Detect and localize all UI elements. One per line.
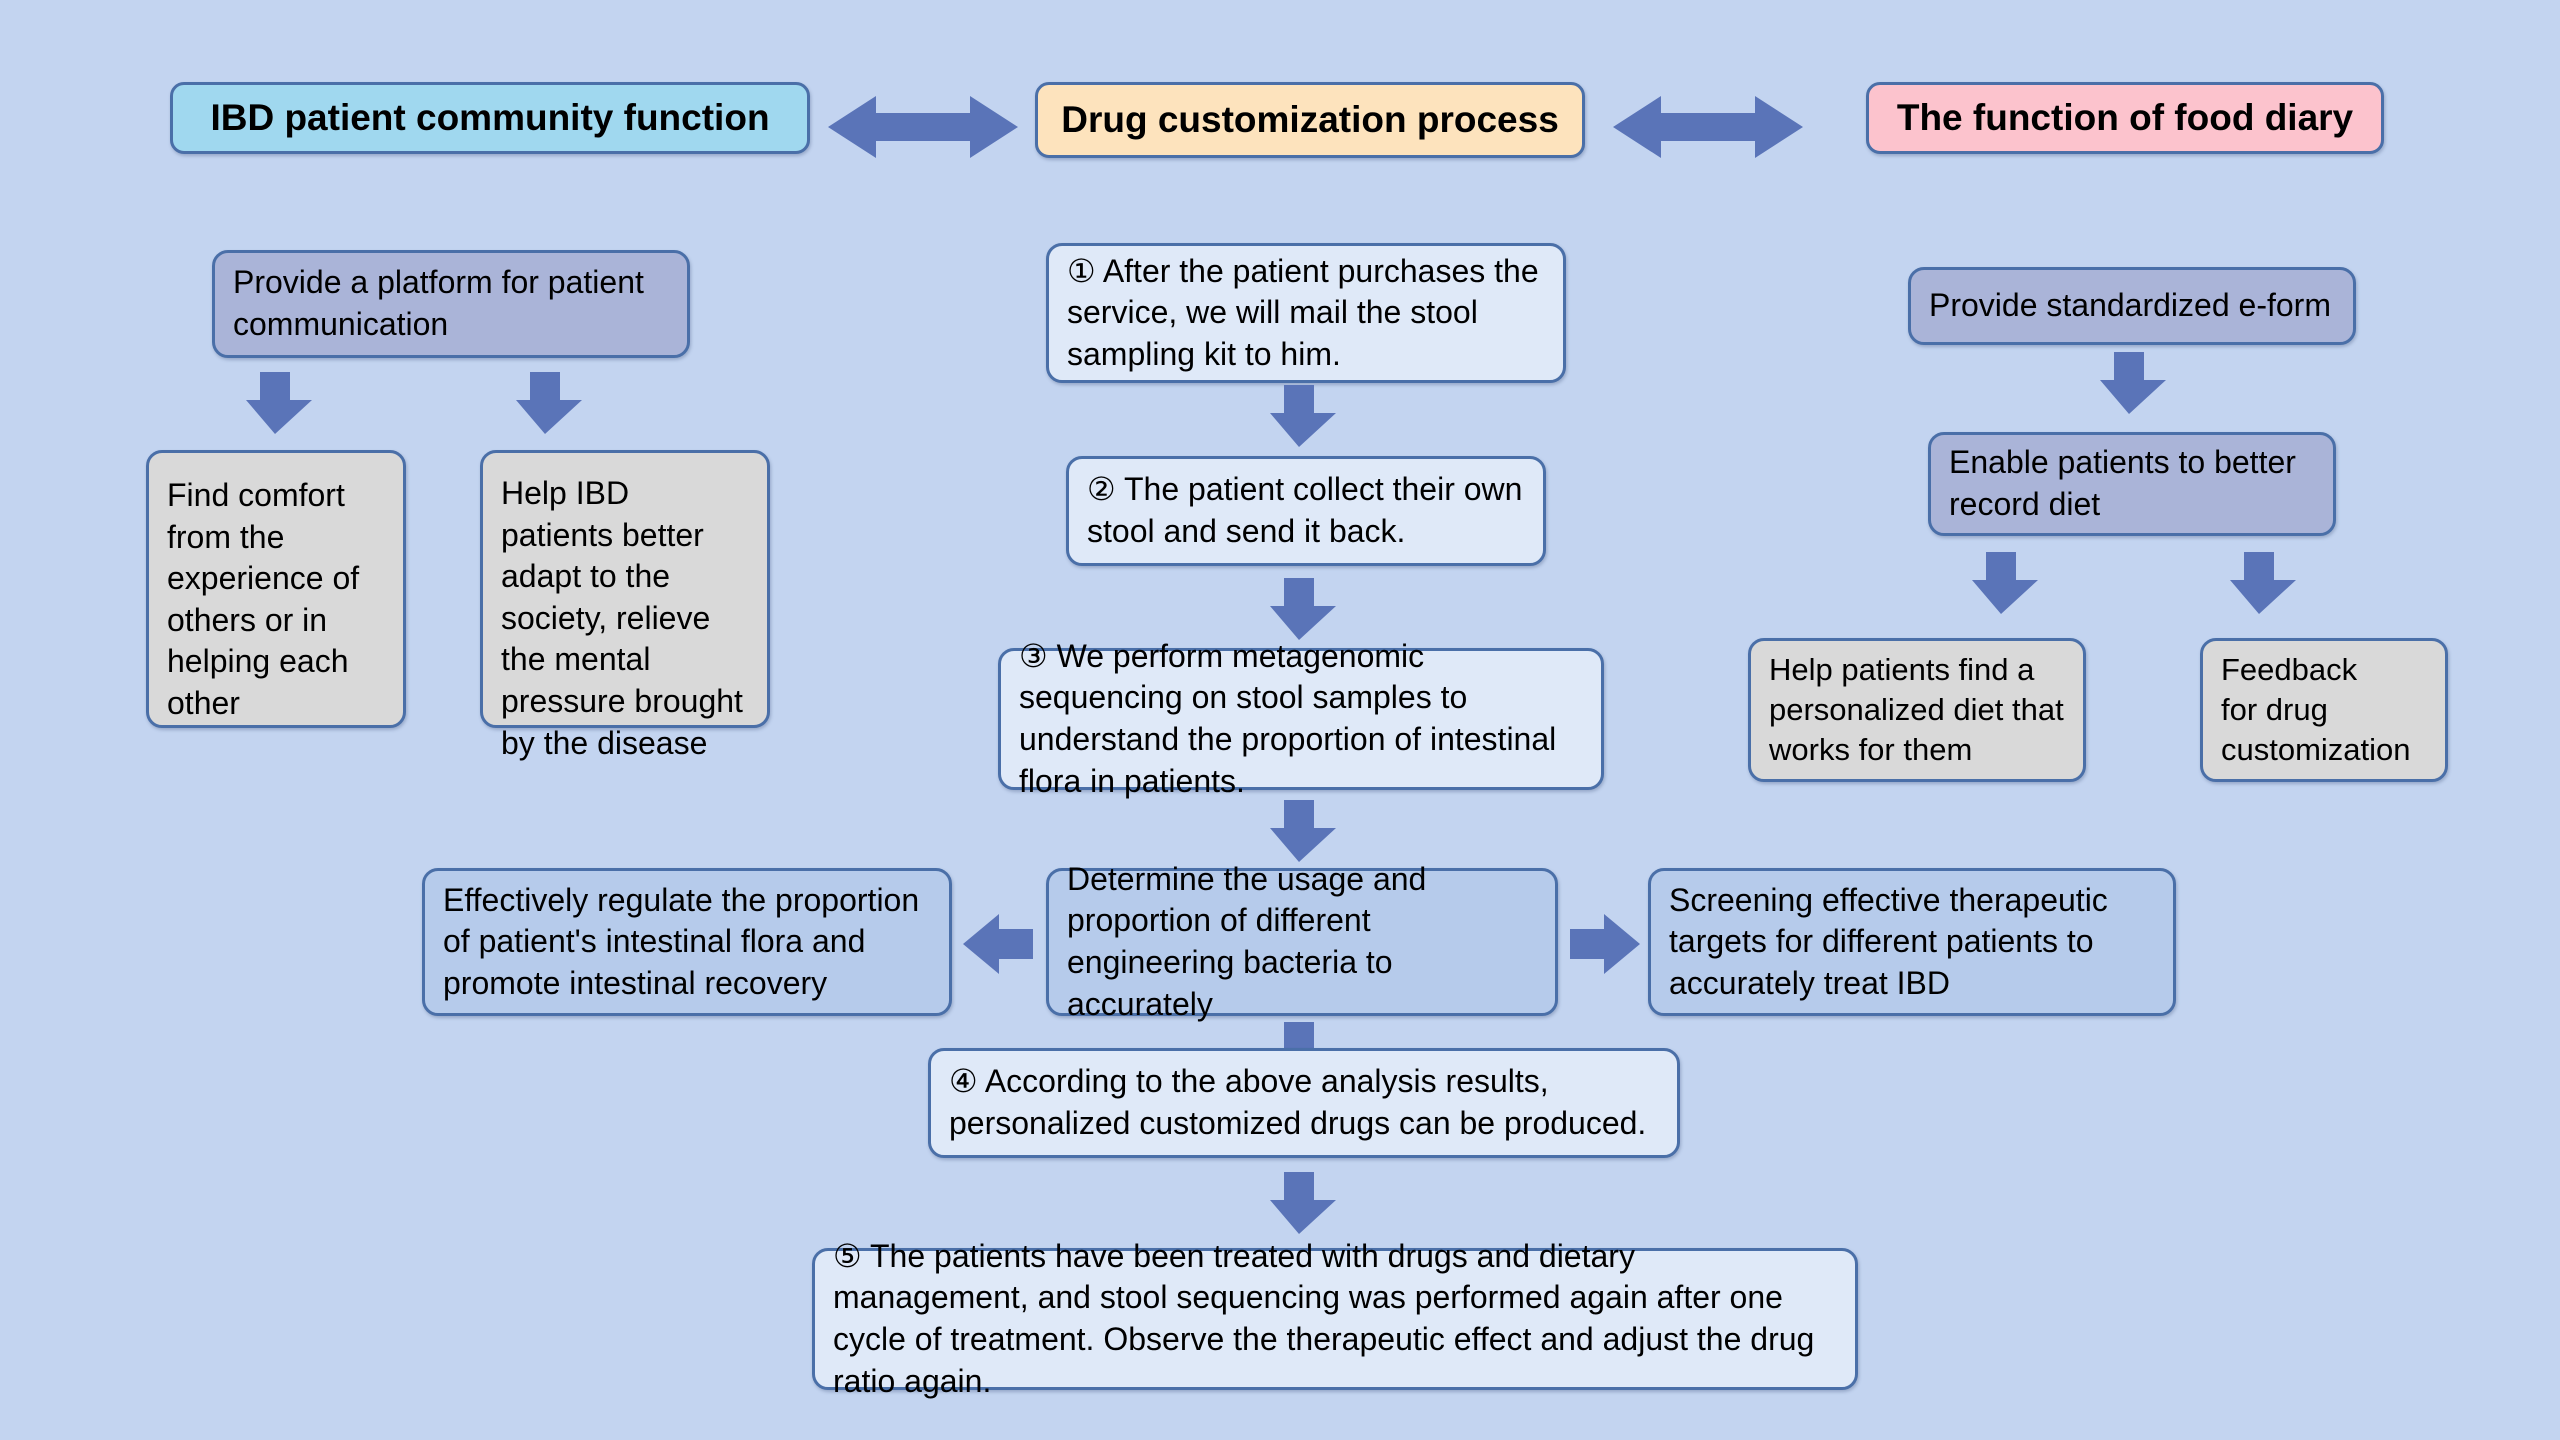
double-arrow-right-icon <box>1613 96 1803 158</box>
header-box-drug[interactable]: Drug customization process <box>1035 82 1585 158</box>
header-box-community[interactable]: IBD patient community function <box>170 82 810 154</box>
center-step-2-box[interactable]: ② The patient collect their own stool an… <box>1066 456 1546 566</box>
arrow-down-right-branch-right-icon <box>2230 552 2296 614</box>
left-root-box[interactable]: Provide a platform for patient communica… <box>212 250 690 358</box>
arrow-down-right-branch-left-icon <box>1972 552 2038 614</box>
right-child-box-feedback[interactable]: Feedback for drug customization <box>2200 638 2448 782</box>
center-step-3-box[interactable]: ③ We perform metagenomic sequencing on s… <box>998 638 1604 799</box>
outcome-box-screening-targets[interactable]: Screening effective therapeutic targets … <box>1648 868 2176 1016</box>
arrow-down-left-branch-icon <box>246 372 312 434</box>
center-step-1-box[interactable]: ① After the patient purchases the servic… <box>1046 243 1566 383</box>
left-child-box-adapt[interactable]: Help IBD patients better adapt to the so… <box>480 450 770 761</box>
right-root-box[interactable]: Provide standardized e-form <box>1908 267 2356 345</box>
arrow-down-step4-to-step5-icon <box>1270 1172 1336 1234</box>
outcome-box-determine-usage[interactable]: Determine the usage and proportion of di… <box>1046 861 1558 1022</box>
arrow-left-to-regulate-icon <box>963 914 1033 974</box>
arrow-down-step2-to-step3-icon <box>1270 578 1336 640</box>
double-arrow-left-icon <box>828 96 1018 158</box>
center-step-4-box[interactable]: ④ According to the above analysis result… <box>928 1048 1680 1158</box>
arrow-down-eform-to-record-icon <box>2100 352 2166 414</box>
header-box-diary[interactable]: The function of food diary <box>1866 82 2384 154</box>
center-step-5-box[interactable]: ⑤ The patients have been treated with dr… <box>812 1238 1858 1399</box>
right-child-box-personalized-diet[interactable]: Help patients find a personalized diet t… <box>1748 638 2086 782</box>
left-child-box-comfort[interactable]: Find comfort from the experience of othe… <box>146 450 406 728</box>
arrow-down-right-branch-icon <box>516 372 582 434</box>
arrow-down-step3-to-determine-icon <box>1270 800 1336 862</box>
arrow-right-to-screening-icon <box>1570 914 1640 974</box>
outcome-box-regulate-flora[interactable]: Effectively regulate the proportion of p… <box>422 868 952 1016</box>
right-second-box[interactable]: Enable patients to better record diet <box>1928 432 2336 536</box>
arrow-down-step1-to-step2-icon <box>1270 385 1336 447</box>
